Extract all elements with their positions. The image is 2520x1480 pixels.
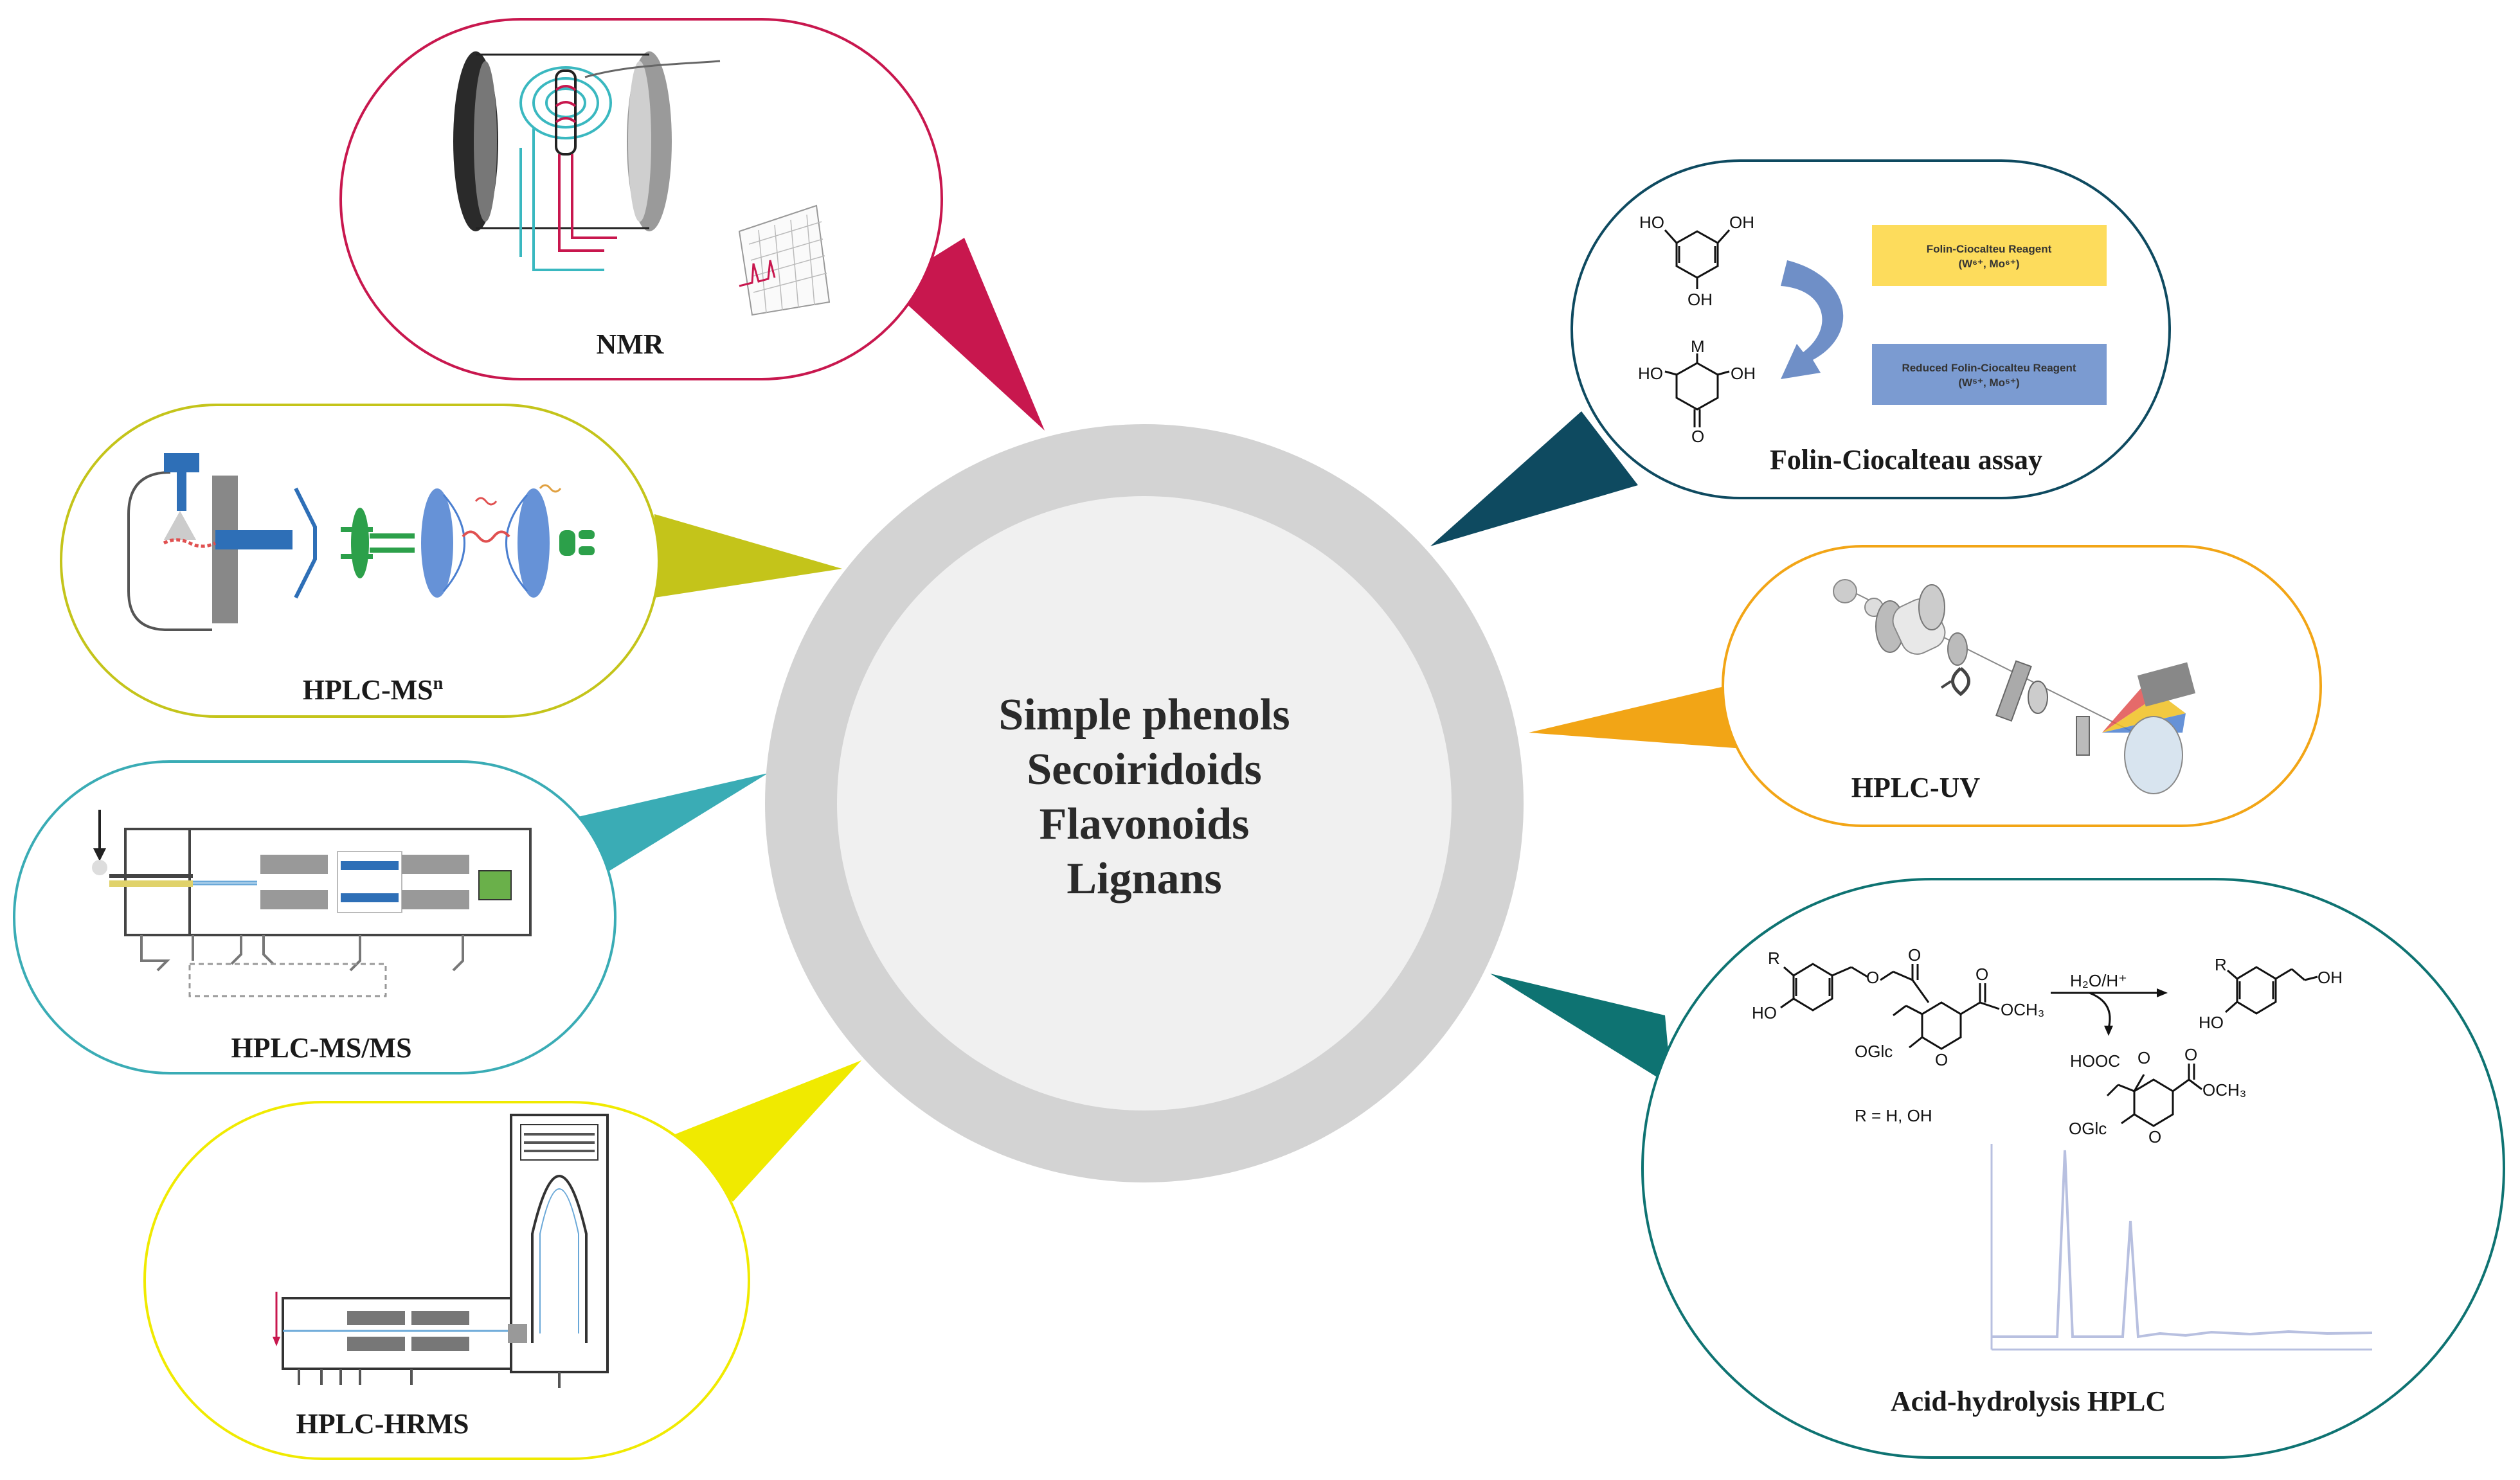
msms-triple-quad-illustration xyxy=(92,810,532,997)
quinone-complex-structure xyxy=(1664,353,1730,427)
acid-bubble-frame xyxy=(1641,878,2505,1459)
msn-label-superscript: n xyxy=(433,673,444,693)
r-values-label: R = H, OH xyxy=(1855,1106,1932,1125)
phloro-oh-label: OH xyxy=(1729,213,1754,232)
elenolic-o-carbonyl2: O xyxy=(2184,1045,2197,1064)
acid-hplc-chromatogram xyxy=(1990,1144,2373,1351)
nmr-label: NMR xyxy=(596,328,664,360)
hrms-label: HPLC-HRMS xyxy=(296,1408,469,1440)
reduced-box-ions: (W⁵⁺, Mo⁵⁺) xyxy=(1958,377,2019,389)
folin-connector xyxy=(1430,411,1638,546)
elenolic-o-ring: O xyxy=(2148,1127,2161,1146)
uv-detector-illustration xyxy=(1833,579,2196,794)
oleuropein-oglc-label: OGlc xyxy=(1855,1042,1893,1061)
center-line-2: Secoiridoids xyxy=(1027,745,1262,794)
byproduct-arrow xyxy=(2089,992,2111,1029)
center-hub: Simple phenols Secoiridoids Flavonoids L… xyxy=(765,424,1524,1182)
oleuropein-o-carbonyl: O xyxy=(1908,945,1921,965)
msms-label: HPLC-MS/MS xyxy=(231,1032,411,1064)
phloro-ho-label: HO xyxy=(1639,213,1664,232)
acid-bubble: R HO O O O OCH₃ O OGlc R = H, OH H₂O/H⁺ … xyxy=(1641,878,2505,1459)
nmr-magnet-illustration xyxy=(453,51,831,316)
msms-bubble-frame xyxy=(13,760,616,1074)
oleuropein-ho-label: HO xyxy=(1752,1003,1777,1022)
oleuropein-o-ester: O xyxy=(1866,968,1879,987)
uv-connector xyxy=(1529,684,1743,749)
reduced-box-title: Reduced Folin-Ciocalteu Reagent xyxy=(1902,362,2076,374)
msn-connector xyxy=(654,514,842,598)
hrms-bubble-frame xyxy=(143,1101,750,1460)
reagent-box-ions: (W⁶⁺, Mo⁶⁺) xyxy=(1959,258,2020,270)
folin-label: Folin-Ciocalteau assay xyxy=(1770,444,2042,476)
center-line-4: Lignans xyxy=(1066,854,1221,904)
oleuropein-o-carbonyl2: O xyxy=(1976,965,1988,984)
hooc-label: HOOC xyxy=(2070,1051,2120,1071)
curved-reaction-arrow xyxy=(1781,260,1844,379)
msn-label: HPLC-MSn xyxy=(303,673,444,706)
quinone-o-label: O xyxy=(1691,427,1704,446)
phloroglucinol-structure xyxy=(1664,229,1731,289)
product-ho-label: HO xyxy=(2199,1013,2224,1032)
product-r-label: R xyxy=(2215,955,2227,974)
msms-bubble: HPLC-MS/MS xyxy=(13,760,616,1074)
elenolic-acid-structure xyxy=(2106,1064,2202,1127)
uv-label: HPLC-UV xyxy=(1851,772,1981,803)
hrms-connector xyxy=(675,1060,861,1202)
msms-connector xyxy=(553,773,768,874)
quinone-ho-label: HO xyxy=(1638,364,1663,383)
oleuropein-och3-label: OCH₃ xyxy=(2001,1000,2044,1019)
product-oh-label: OH xyxy=(2318,968,2343,987)
folin-bubble: HO OH OH M HO OH O Folin-Ciocalteu Reage… xyxy=(1571,159,2171,499)
oleuropein-r-label: R xyxy=(1768,949,1780,968)
msn-ion-trap-illustration xyxy=(127,453,595,631)
msn-label-base: HPLC-MS xyxy=(303,674,433,706)
rainbow-spectrum xyxy=(2102,694,2186,733)
center-line-3: Flavonoids xyxy=(1040,799,1250,849)
hrms-bubble: HPLC-HRMS xyxy=(143,1101,750,1460)
center-line-1: Simple phenols xyxy=(998,690,1290,740)
acid-connector xyxy=(1490,974,1671,1086)
uv-bubble: HPLC-UV xyxy=(1722,545,2322,827)
elenolic-oglc-label: OGlc xyxy=(2069,1119,2107,1138)
acid-label: Acid-hydrolysis HPLC xyxy=(1891,1386,2166,1417)
phloro-oh-bottom-label: OH xyxy=(1688,290,1713,309)
nmr-connector xyxy=(887,238,1045,431)
msn-bubble: HPLC-MSn xyxy=(60,404,660,718)
reduced-reagent-box xyxy=(1872,344,2107,405)
oleuropein-o-ring: O xyxy=(1935,1050,1948,1069)
reagent-box-title: Folin-Ciocalteu Reagent xyxy=(1927,243,2052,255)
oleuropein-structure xyxy=(1780,963,2000,1050)
hydrolysis-conditions: H₂O/H⁺ xyxy=(2070,971,2127,990)
quinone-oh-label: OH xyxy=(1731,364,1756,383)
elenolic-och3-label: OCH₃ xyxy=(2202,1080,2246,1100)
nmr-bubble: NMR xyxy=(339,18,943,380)
reagent-box xyxy=(1872,225,2107,286)
center-inner-disc xyxy=(837,496,1452,1110)
hrms-orbitrap-illustration xyxy=(273,1114,609,1388)
hydroxytyrosol-structure xyxy=(2225,966,2318,1015)
elenolic-o-carbonyl: O xyxy=(2138,1048,2150,1067)
quinone-m-label: M xyxy=(1691,337,1705,356)
nmr-spectrum-grid xyxy=(738,204,831,316)
